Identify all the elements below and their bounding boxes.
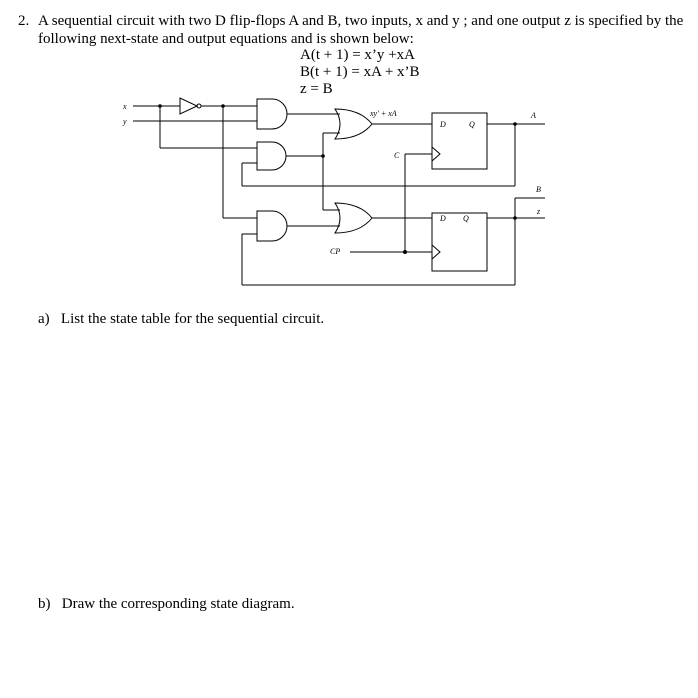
question-number: 2.	[18, 13, 30, 29]
and-gate-2	[256, 141, 287, 171]
part-b: b) Draw the corresponding state diagram.	[38, 596, 295, 613]
ff-b-q-label: Q	[463, 214, 469, 223]
inverter-gate	[179, 97, 199, 115]
part-a-text: List the state table for the sequential …	[60, 311, 325, 327]
ff-a-q-label: Q	[469, 120, 475, 129]
part-b-marker: b)	[38, 596, 51, 612]
or-gate-1	[334, 108, 373, 140]
output-a-label: A	[530, 111, 536, 120]
output-b-label: B	[536, 185, 541, 194]
and-gate-3	[256, 210, 288, 242]
ff-a-d-label: D	[439, 120, 446, 129]
part-a-marker: a)	[38, 311, 50, 327]
or-gate-2	[334, 202, 373, 234]
and-gate-1	[256, 98, 288, 130]
clock-c-label: C	[394, 151, 400, 160]
flip-flop-a	[431, 112, 488, 170]
flip-flop-b	[431, 212, 488, 272]
input-y-label: y	[122, 117, 127, 126]
input-x-label: x	[122, 102, 127, 111]
part-a: a) List the state table for the sequenti…	[38, 311, 324, 328]
output-z-label: z	[536, 207, 541, 216]
question-line-2: following next-state and output equation…	[38, 31, 414, 47]
equation-b: B(t + 1) = xA + x’B	[300, 64, 420, 80]
equation-a: A(t + 1) = x’y +xA	[300, 47, 415, 63]
equation-z: z = B	[300, 81, 333, 97]
ff-b-d-label: D	[439, 214, 446, 223]
or-output-label: xy' + xA	[369, 109, 397, 118]
question-line-1: A sequential circuit with two D flip-flo…	[38, 13, 684, 29]
part-b-text: Draw the corresponding state diagram.	[61, 596, 295, 612]
clock-cp-label: CP	[330, 247, 340, 256]
